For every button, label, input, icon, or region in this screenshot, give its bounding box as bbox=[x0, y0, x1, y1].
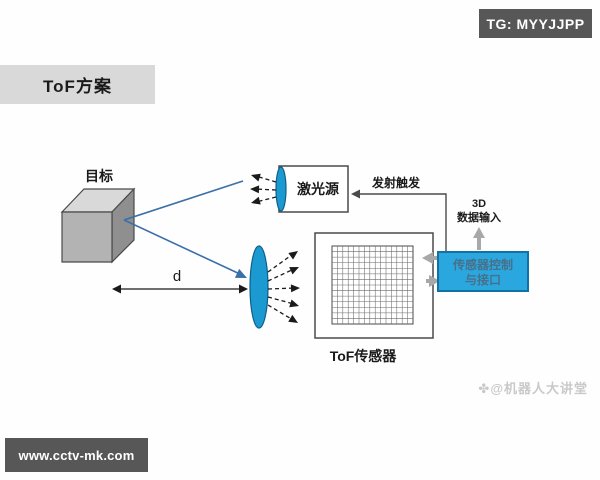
data-output-arrow bbox=[473, 227, 485, 250]
sensor-pixel-grid bbox=[332, 246, 413, 324]
receiver-lens bbox=[249, 245, 269, 329]
controller-label-line2: 与接口 bbox=[465, 272, 501, 287]
website-badge-label: www.cctv-mk.com bbox=[18, 447, 135, 463]
sensor-controller-arrows bbox=[422, 252, 440, 287]
scheme-title: ToF方案 bbox=[0, 65, 155, 104]
distance-label: d bbox=[173, 268, 181, 285]
laser-emission-rays bbox=[250, 173, 277, 205]
website-badge: www.cctv-mk.com bbox=[5, 438, 148, 472]
laser-label: 激光源 bbox=[297, 181, 339, 197]
target-cube bbox=[60, 187, 136, 264]
watermark: ✤@机器人大讲堂 bbox=[478, 378, 588, 397]
telegram-badge-label: TG: MYYJJPP bbox=[486, 15, 585, 32]
trigger-line bbox=[351, 189, 447, 252]
controller-label-line1: 传感器控制 bbox=[452, 257, 513, 272]
watermark-logo-icon: ✤ bbox=[478, 381, 491, 396]
laser-lens bbox=[275, 166, 287, 212]
data-input-label-line1: 3D bbox=[472, 198, 486, 210]
distance-arrow bbox=[112, 284, 248, 294]
target-label: 目标 bbox=[85, 168, 113, 184]
watermark-text: @机器人大讲堂 bbox=[490, 381, 588, 396]
lens-to-sensor-rays bbox=[267, 251, 300, 323]
beam-to-lens bbox=[123, 219, 243, 276]
trigger-label: 发射触发 bbox=[371, 175, 421, 190]
beam-from-laser bbox=[123, 180, 244, 221]
data-input-label-line2: 数据输入 bbox=[457, 210, 501, 224]
telegram-badge: TG: MYYJJPP bbox=[479, 9, 592, 38]
sensor-controller-box bbox=[437, 251, 529, 292]
laser-source-box bbox=[278, 165, 349, 213]
scheme-title-label: ToF方案 bbox=[43, 77, 112, 96]
beam-arrowhead bbox=[234, 268, 247, 278]
sensor-label: ToF传感器 bbox=[330, 348, 398, 364]
